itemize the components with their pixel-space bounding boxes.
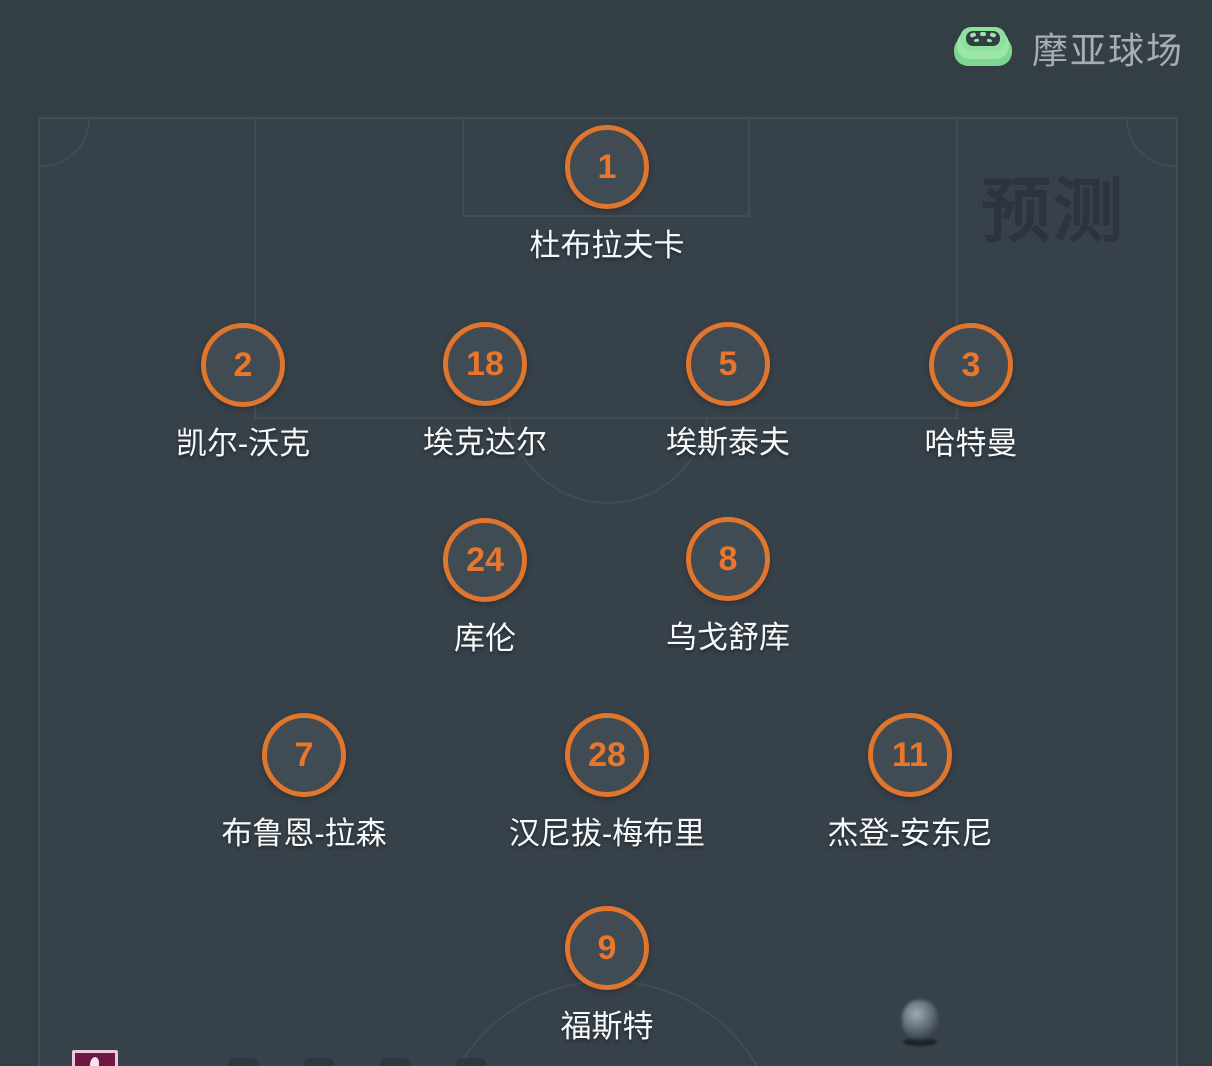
cutoff-footer-logo [228,1058,486,1066]
player-number-badge[interactable]: 9 [565,906,649,990]
player-slot-am[interactable]: 28 汉尼拔-梅布里 [497,713,717,853]
player-slot-dm1[interactable]: 24 库伦 [375,518,595,658]
player-number-badge[interactable]: 7 [262,713,346,797]
player-number-badge[interactable]: 8 [686,517,770,601]
goal-box-line [462,119,750,217]
player-slot-gk[interactable]: 1 杜布拉夫卡 [497,125,717,265]
player-slot-st[interactable]: 9 福斯特 [497,906,717,1046]
player-number-badge[interactable]: 24 [443,518,527,602]
penalty-box-line [254,119,958,419]
player-name: 埃克达尔 [423,425,547,460]
crest-bird-icon [89,1056,100,1066]
venue-name: 摩亚球场 [1031,29,1184,71]
player-name: 库伦 [454,621,516,656]
player-number-badge[interactable]: 3 [929,323,1013,407]
corner-arc-right [1126,119,1176,167]
prediction-watermark: 预测 [981,172,1125,250]
player-slot-cb1[interactable]: 18 埃克达尔 [375,322,595,462]
club-crest-fragment [72,1050,120,1066]
player-slot-lw[interactable]: 11 杰登-安东尼 [800,713,1020,853]
player-name: 福斯特 [560,1009,654,1044]
player-name: 乌戈舒库 [666,620,790,655]
player-name: 杜布拉夫卡 [529,228,685,263]
corner-arc-left [40,119,90,167]
venue-header: 摩亚球场 [950,20,1184,75]
player-name: 杰登-安东尼 [827,816,993,851]
player-number-badge[interactable]: 2 [201,323,285,407]
player-slot-lb[interactable]: 3 哈特曼 [861,323,1081,463]
player-name: 汉尼拔-梅布里 [508,816,706,851]
player-slot-rb[interactable]: 2 凯尔-沃克 [133,323,353,463]
player-name: 布鲁恩-拉森 [221,816,387,851]
player-name: 凯尔-沃克 [175,426,311,461]
player-number-badge[interactable]: 11 [868,713,952,797]
player-number-badge[interactable]: 28 [565,713,649,797]
player-number-badge[interactable]: 5 [686,322,770,406]
player-name: 埃斯泰夫 [666,425,790,460]
player-number-badge[interactable]: 18 [443,322,527,406]
player-slot-rw[interactable]: 7 布鲁恩-拉森 [194,713,414,853]
player-name: 哈特曼 [924,426,1018,461]
stadium-icon [950,20,1016,75]
blurred-emblem [894,998,946,1050]
player-slot-cb2[interactable]: 5 埃斯泰夫 [618,322,838,462]
player-number-badge[interactable]: 1 [565,125,649,209]
player-slot-dm2[interactable]: 8 乌戈舒库 [618,517,838,657]
